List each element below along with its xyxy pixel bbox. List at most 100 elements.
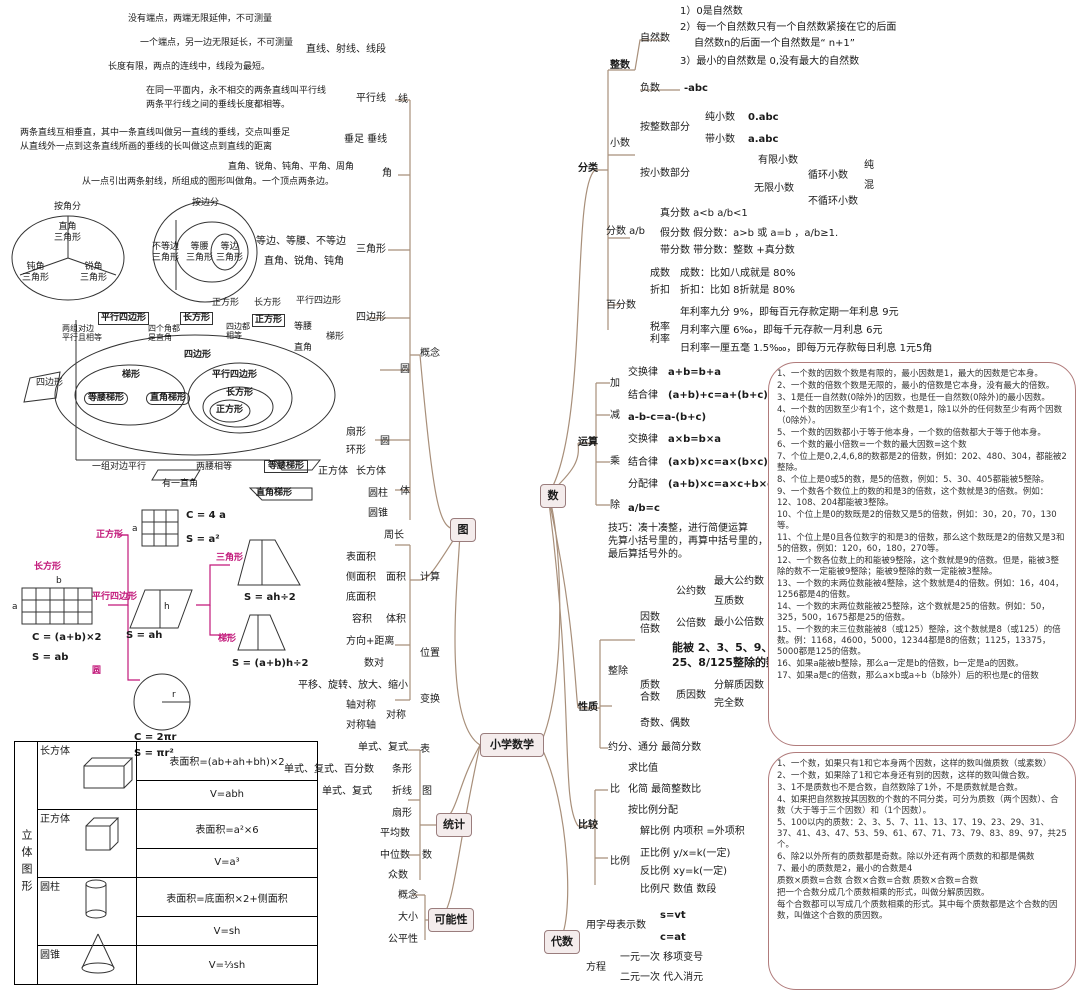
notes1-text: 1、一个数的因数个数是有限的，最小因数是1，最大的因数是它本身。2、一个数的倍数… (777, 369, 1067, 683)
shu-zhiyinshu: 质因数 (676, 690, 706, 701)
shu-chunxiao: 纯小数 (705, 112, 735, 123)
tu-zhouchang: 周长 (384, 530, 404, 541)
note-line: 1、一个数的因数个数是有限的，最小因数是1，最大的因数是它本身。 (777, 369, 1043, 379)
shu-zhishu: 质数 合数 (640, 680, 660, 703)
tu-zhengfang2: 正方形 (216, 405, 244, 415)
tu-xian: 线 (398, 94, 408, 105)
shu-fanbili: 反比例 xy=k(一定) (640, 866, 727, 877)
tu-dengyao2: 等腰 (294, 322, 313, 332)
note-line: 7、个位上是0,2,4,6,8的数都是2的倍数，例如：202、480、304，都… (777, 452, 1067, 473)
note-line: 13、一个数的末两位数能被4整除，这个数就是4的倍数。例如：16，404，125… (777, 579, 1064, 600)
tu-cemianji: 侧面积 (346, 572, 376, 583)
tu-label-b: b (56, 576, 62, 586)
tongji-tiaoxing: 条形 (392, 764, 412, 775)
shu-jia: 加 (610, 378, 620, 389)
shu-jiafen: 假分数 假分数：a>b 或 a=b ，a/b≥1. (660, 228, 839, 239)
tu-anjiao: 按角分 (54, 202, 82, 212)
tu-yizu: 一组对边平行 (92, 462, 147, 472)
tu-dengyao: 等腰 三角形 (186, 242, 214, 263)
tu-S-sq: S = a² (186, 534, 220, 545)
shu-cheng-jh: a×b=b×a (668, 434, 721, 445)
shu-bilichi: 比例尺 数值 数段 (640, 884, 717, 895)
shu-jia-jh: a+b=b+a (668, 367, 721, 378)
shu-xingzhi: 性质 (578, 702, 598, 713)
branch-tu[interactable]: 图 (450, 518, 476, 542)
shu-fenshu: 分数 a/b (606, 226, 646, 237)
tu-yuan-sub: 圆 (380, 436, 390, 447)
tu-jiao2: 从一点引出两条射线，所组成的图形叫做角。一个顶点两条边。 (82, 177, 335, 187)
tu-xianduan: 直线、射线、线段 (306, 44, 386, 55)
shu-husu: 互质数 (714, 596, 744, 607)
shu-yuefen: 约分、通分 最简分数 (608, 742, 702, 753)
shu-anbili: 按比例分配 (628, 805, 678, 816)
tu-zhijiao-tri: 直角 三角形 (54, 222, 82, 243)
shu-shuxing: 能被 2、3、5、9、4 25、8/125整除的数 (672, 641, 781, 669)
shu-bi: 比 (610, 784, 620, 795)
shu-ziranshu: 自然数 (640, 33, 670, 44)
tu-label-a2: a (12, 602, 18, 612)
tu-cz1: 两条直线互相垂直，其中一条直线叫做另一直线的垂线，交点叫垂足 (20, 128, 291, 138)
tu-jiao1: 直角、锐角、钝角、平角、周角 (228, 162, 355, 172)
tu-jisuan: 计算 (420, 572, 440, 583)
tu-sanjiao3: 三角形 (216, 553, 244, 563)
tu-jiao: 角 (382, 168, 392, 179)
shu-anxiaoshu2: 按小数部分 (640, 168, 690, 179)
tu-C-rect: C = (a+b)×2 (32, 632, 102, 643)
shu-jiebili: 解比例 内项积 =外项积 (640, 826, 745, 837)
tu-tixing2: 梯形 (122, 370, 141, 380)
note-line: 8、个位上是0或5的数，是5的倍数，例如：5、30、405都能被5整除。 (777, 475, 1049, 485)
tu-zft: 正方体 (318, 466, 348, 477)
shu-xiaoshu: 小数 (610, 138, 630, 149)
solids-row-f1: V=⅓sh (136, 945, 318, 985)
shu-daifen: 带分数 带分数：整数 +真分数 (660, 245, 795, 256)
tu-tixing: 梯形 (326, 332, 345, 342)
tu-changfang-box: 长方形 (180, 312, 214, 325)
center-node[interactable]: 小学数学 (480, 733, 544, 757)
notes2-text: 1、一个数，如果只有1和它本身两个因数，这样的数叫做质数（或素数）2、一个数，如… (777, 759, 1067, 923)
shu-chu-ex: a/b=c (628, 503, 660, 514)
tu-zhengfang: 正方形 (212, 298, 240, 308)
note-line: 16、如果a能被b整除，那么a一定是b的倍数，b一定是a的因数。 (777, 659, 1024, 669)
branch-kenengxing[interactable]: 可能性 (428, 908, 474, 932)
note-line: 1、一个数，如果只有1和它本身两个因数，这样的数叫做质数（或素数） (777, 759, 1052, 769)
tu-changfang: 长方形 (254, 298, 282, 308)
solids-side-label: 立体图形 (14, 741, 38, 985)
shu-qiubi: 求比值 (628, 763, 658, 774)
tu-sibianxing-label: 四边形 (36, 378, 64, 388)
tongji-shanxing: 扇形 (392, 808, 412, 819)
daishu-f1: s=vt (660, 910, 686, 921)
tu-silbian: 四边都 相等 (226, 322, 250, 340)
shu-hun: 混 (864, 180, 874, 191)
branch-tongji[interactable]: 统计 (436, 813, 472, 837)
tu-budeng: 不等边 三角形 (152, 242, 180, 263)
shu-zr2: 2）每一个自然数只有一个自然数紧接在它的后面 (680, 22, 897, 33)
shu-bili: 比例 (610, 856, 630, 867)
tu-tixing3: 梯形 (218, 634, 237, 644)
tu-sanjiaoxing: 三角形 (356, 244, 386, 255)
note-line: 6、一个数的最小倍数=一个数的最大因数=这个数 (777, 440, 967, 450)
daishu-yiyuan: 一元一次 移项变号 (620, 952, 704, 963)
shu-cheng-fp: (a+b)×c=a×c+b×c (668, 479, 774, 490)
tu-dengyaotixing2: 等腰梯形 (264, 460, 309, 473)
shu-daixiao-ex: a.abc (748, 134, 779, 145)
tu-zhijiao2: 直角 (294, 343, 313, 353)
branch-shu[interactable]: 数 (540, 484, 566, 508)
shu-zhengshu: 整数 (610, 60, 630, 71)
tu-dengyaotixing: 等腰梯形 (84, 392, 129, 405)
tu-dengbian: 等边 三角形 (216, 242, 244, 263)
shu-wuxian: 无限小数 (754, 183, 794, 194)
shu-gongyin: 公约数 (676, 586, 706, 597)
solids-row-name: 圆锥 (37, 945, 137, 985)
shu-baifenshu: 百分数 (606, 300, 636, 311)
shu-fenlei: 分类 (578, 163, 598, 174)
note-line: 每个合数都可以写成几个质数相乘的形式。其中每个质数都是这个合数的因数，叫做这个合… (777, 900, 1058, 921)
note-line: 12、一个数各位数上的和能被9整除，这个数就是9的倍数。但是，能被3整除的数不一… (777, 556, 1060, 577)
shu-yinshu: 因数 倍数 (640, 612, 660, 635)
tu-sige: 四个角都 是直角 (148, 324, 180, 342)
tongji-zhongshu: 众数 (388, 870, 408, 881)
shu-zhenfen: 真分数 a<b a/b<1 (660, 208, 748, 219)
shu-gongbei: 公倍数 (676, 618, 706, 629)
branch-daishu[interactable]: 代数 (544, 930, 580, 954)
tu-yuanzhui: 圆锥 (368, 508, 388, 519)
